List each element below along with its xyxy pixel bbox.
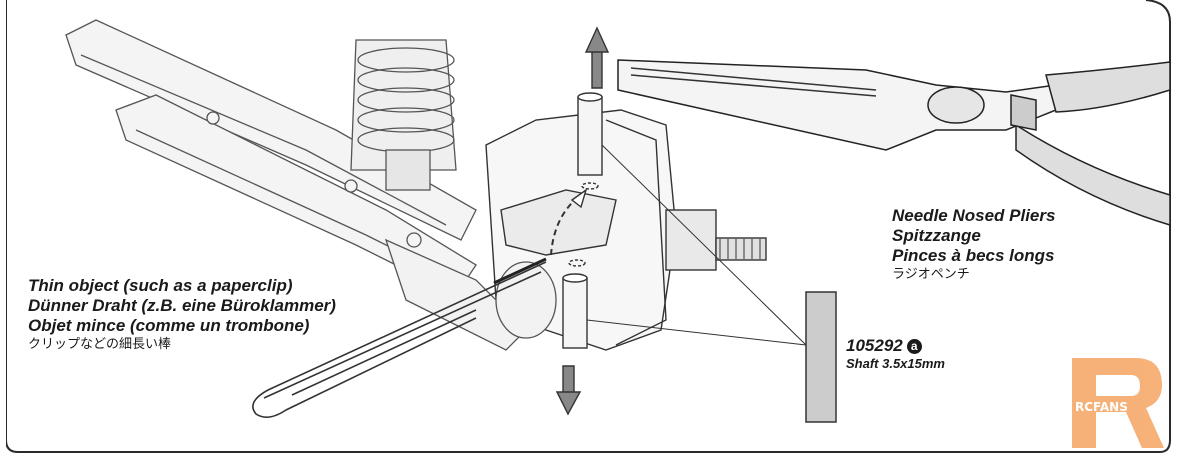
frame-border [6, 0, 1171, 453]
pliers-en: Needle Nosed Pliers [892, 206, 1056, 225]
paperclip [252, 257, 547, 418]
pliers-jp: ラジオペンチ [892, 267, 970, 282]
lower-arm [384, 238, 557, 351]
part-marker: a [906, 339, 922, 354]
down-arrow [555, 365, 582, 416]
shaft-illustration [805, 291, 837, 423]
part-number: 105292 [846, 336, 903, 355]
pliers [617, 59, 1171, 227]
pliers-label: Needle Nosed Pliers Spitzzange Pinces à … [892, 206, 1055, 284]
up-arrow [584, 26, 610, 89]
pliers-fr: Pinces à becs longs [892, 246, 1055, 265]
pliers-de: Spitzzange [892, 226, 981, 245]
logo-text: RCFANS [1075, 400, 1128, 414]
shock-spring [350, 39, 457, 191]
upper-pin [577, 92, 603, 190]
logo-icon [1072, 358, 1164, 448]
diagram-frame: Thin object (such as a paperclip) Dünner… [6, 0, 1172, 454]
thin-object-de: Dünner Draht (z.B. eine Büroklammer) [28, 296, 336, 315]
thin-object-jp: クリップなどの細長い棒 [28, 337, 172, 352]
leader-lines [586, 144, 807, 346]
part-name: Shaft 3.5x15mm [846, 356, 945, 371]
lower-pin [562, 259, 588, 349]
thin-object-fr: Objet mince (comme un trombone) [28, 316, 310, 335]
thin-object-en: Thin object (such as a paperclip) [28, 276, 293, 295]
thin-object-label: Thin object (such as a paperclip) Dünner… [28, 276, 336, 354]
assembly-illustration [6, 0, 1171, 453]
